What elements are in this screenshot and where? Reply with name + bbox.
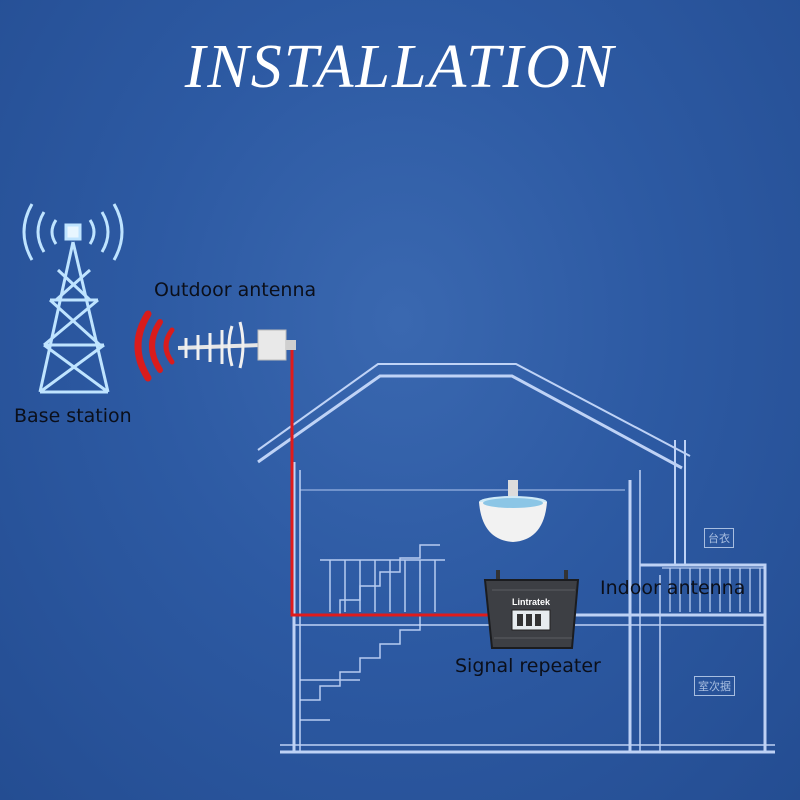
indoor-antenna-label: Indoor antenna xyxy=(600,577,746,599)
coax-cable xyxy=(290,345,495,617)
signal-wave-icon xyxy=(134,310,175,382)
page-title: INSTALLATION xyxy=(184,33,616,101)
room-sign: 室次据 xyxy=(694,676,735,696)
yagi-antenna-icon xyxy=(177,321,296,369)
signal-repeater-label: Signal repeater xyxy=(455,655,601,677)
base-station-tower-icon xyxy=(22,203,124,394)
signal-repeater-icon: Lintratek xyxy=(483,570,580,649)
outdoor-antenna-label: Outdoor antenna xyxy=(154,279,317,301)
staircase xyxy=(300,544,445,721)
ceiling-antenna-icon xyxy=(479,480,547,542)
balcony-railing xyxy=(662,567,765,612)
room-sign: 台衣 xyxy=(704,528,734,548)
repeater-brand: Lintratek xyxy=(512,597,551,607)
base-station-label: Base station xyxy=(14,405,132,427)
